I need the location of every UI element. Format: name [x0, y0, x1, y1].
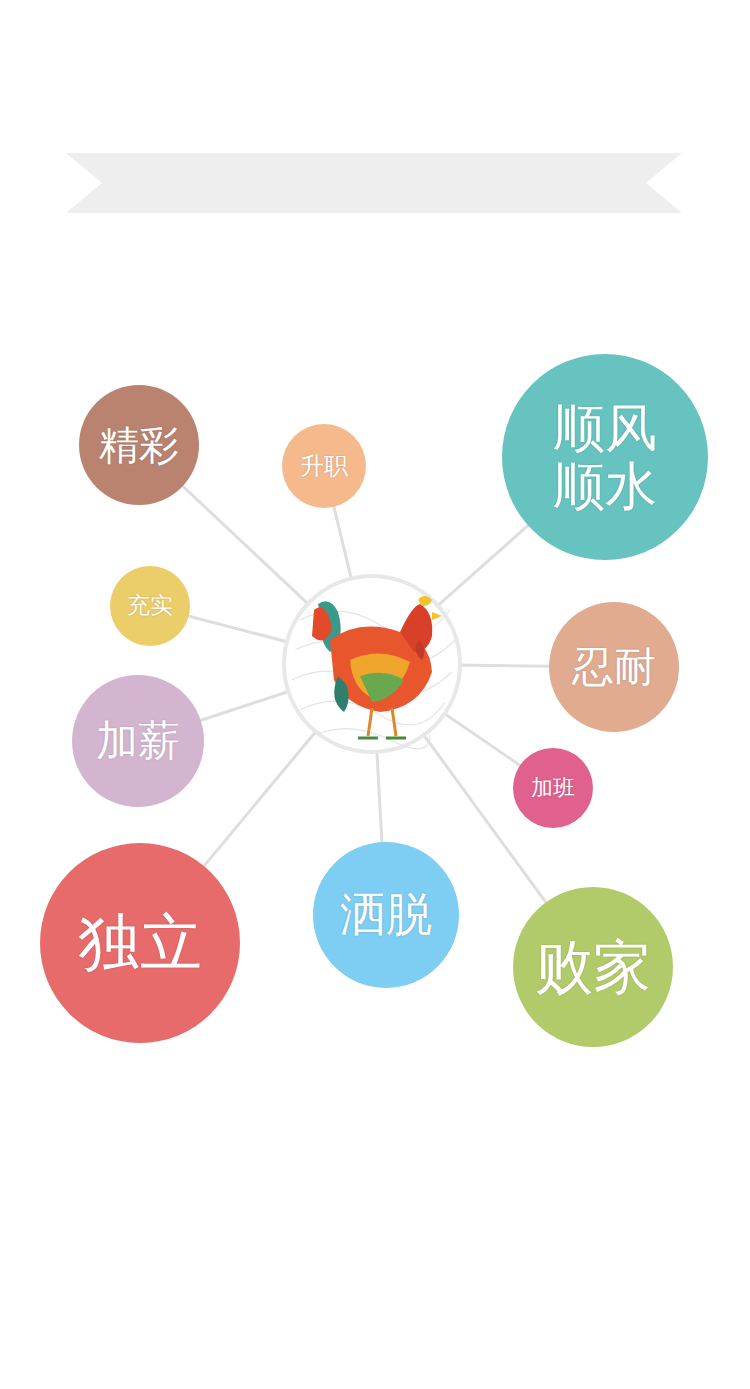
- topic-circle: 独立: [40, 843, 240, 1043]
- topic-label: 忍耐: [572, 643, 656, 690]
- topic-circle: 加班: [513, 748, 593, 828]
- ribbon-banner: [66, 153, 682, 213]
- topic-circle: 败家: [513, 887, 673, 1047]
- rooster-medallion: [282, 574, 462, 754]
- topic-label: 洒脱: [340, 889, 432, 941]
- topic-label: 独立: [78, 908, 202, 977]
- topic-circle: 顺风 顺水: [502, 354, 708, 560]
- topic-circle: 充实: [110, 566, 190, 646]
- topic-circle: 精彩: [79, 385, 199, 505]
- topic-label: 充实: [127, 593, 173, 619]
- topic-label: 加班: [531, 776, 575, 801]
- topic-label: 精彩: [99, 423, 179, 468]
- topic-circle: 洒脱: [313, 842, 459, 988]
- topic-circle: 忍耐: [549, 602, 679, 732]
- topic-circle: 加薪: [72, 675, 204, 807]
- topic-label: 加薪: [96, 717, 180, 764]
- topic-label: 顺风 顺水: [543, 399, 668, 515]
- topic-label: 败家: [535, 935, 651, 1000]
- topic-circle: 升职: [282, 424, 366, 508]
- topic-label: 升职: [300, 453, 348, 480]
